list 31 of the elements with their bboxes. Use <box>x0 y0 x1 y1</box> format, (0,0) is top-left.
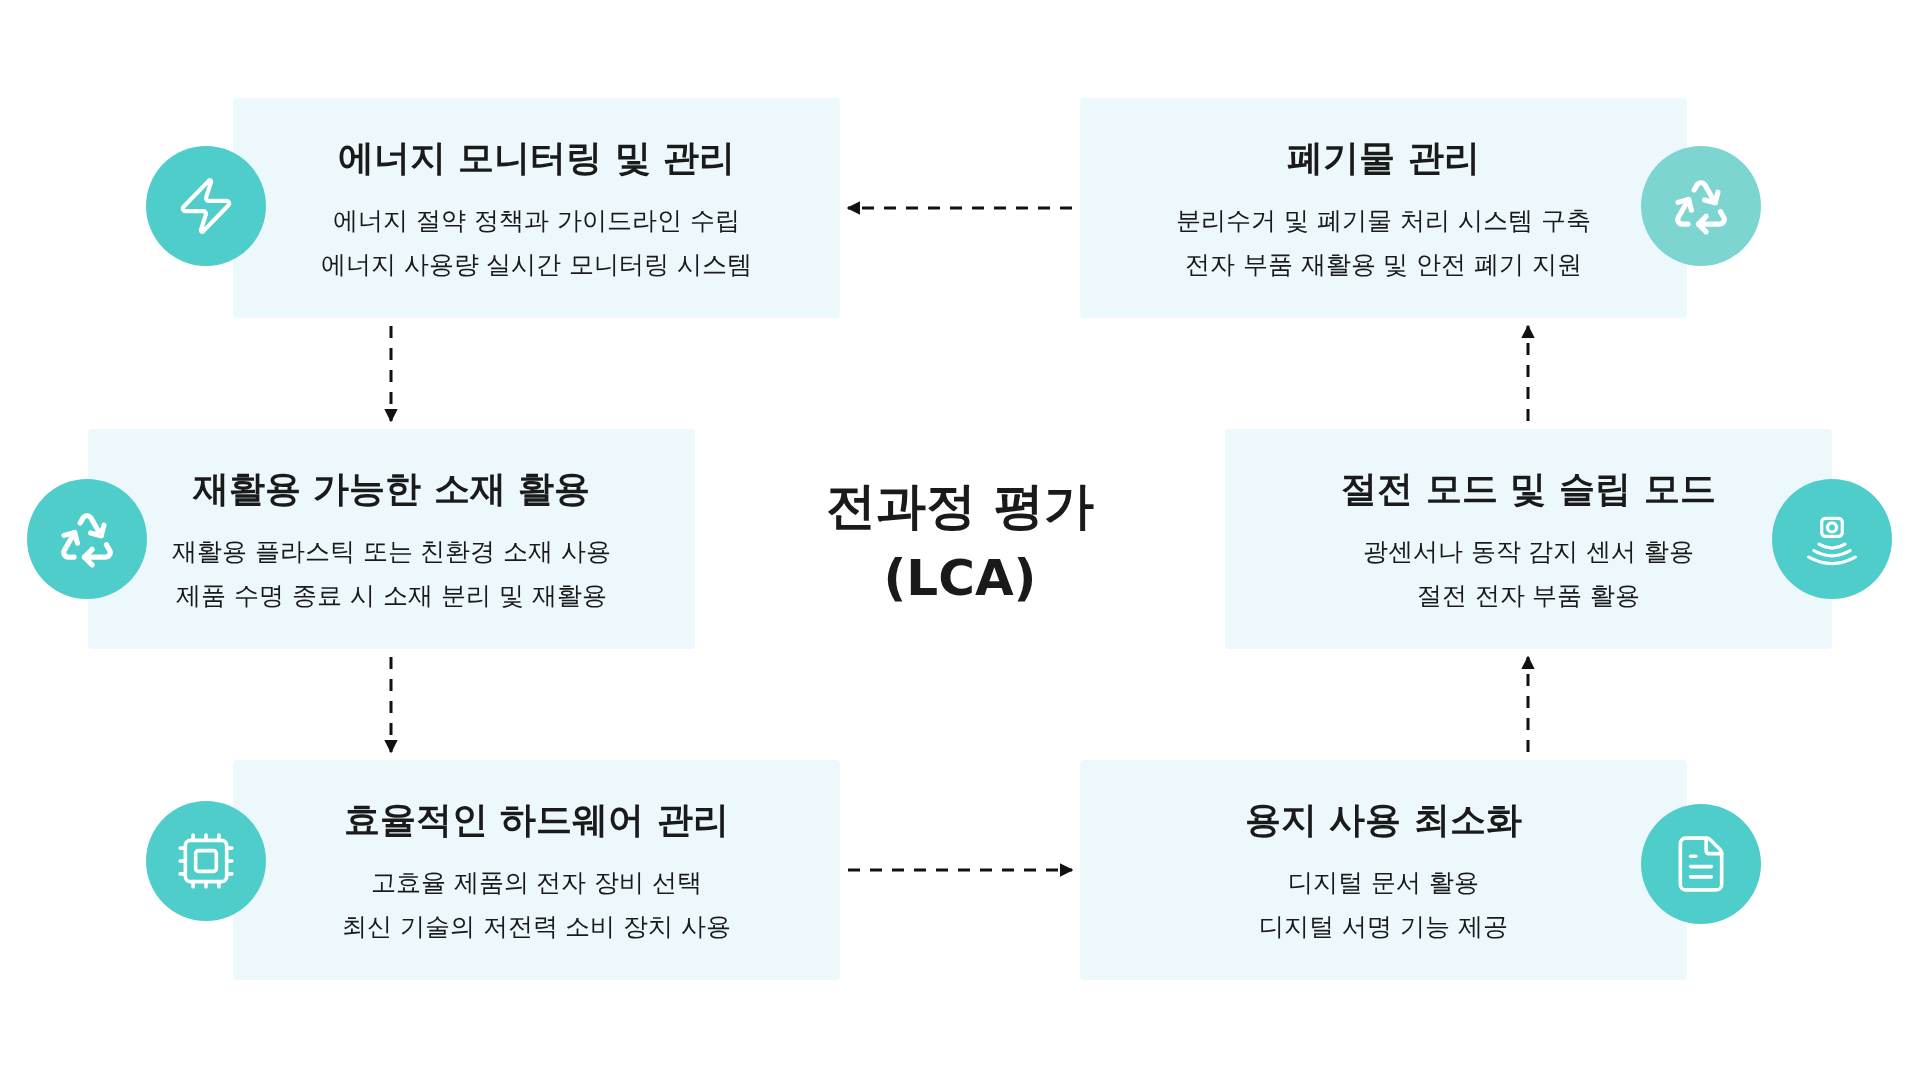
dashed-arrow <box>384 657 398 754</box>
step-description: 에너지 절약 정책과 가이드라인 수립 <box>333 205 740 237</box>
step-title: 에너지 모니터링 및 관리 <box>337 136 736 180</box>
center-label: 전과정 평가 (LCA) <box>825 476 1095 609</box>
step-description: 제품 수명 종료 시 소재 분리 및 재활용 <box>176 580 607 612</box>
step-card <box>1225 429 1832 649</box>
dashed-arrow <box>846 201 1072 215</box>
step-description: 재활용 플라스틱 또는 친환경 소재 사용 <box>171 536 612 568</box>
step-description: 에너지 사용량 실시간 모니터링 시스템 <box>320 249 753 281</box>
step-card <box>1080 98 1687 318</box>
step-title: 절전 모드 및 슬립 모드 <box>1341 467 1716 511</box>
step-title: 재활용 가능한 소재 활용 <box>192 467 591 511</box>
dashed-arrow <box>848 863 1074 877</box>
step-title: 효율적인 하드웨어 관리 <box>343 798 730 842</box>
dashed-arrow <box>1521 324 1535 421</box>
step-description: 고효율 제품의 전자 장비 선택 <box>370 867 703 899</box>
step-title: 폐기물 관리 <box>1287 136 1480 180</box>
dashed-arrow <box>384 326 398 423</box>
step-description: 절전 전자 부품 활용 <box>1416 580 1641 612</box>
step-title: 용지 사용 최소화 <box>1244 798 1523 842</box>
step-description: 분리수거 및 폐기물 처리 시스템 구축 <box>1176 205 1591 237</box>
step-description: 전자 부품 재활용 및 안전 폐기 지원 <box>1184 249 1583 281</box>
step-description: 디지털 서명 기능 제공 <box>1259 911 1508 943</box>
dashed-arrow <box>1521 655 1535 752</box>
step-description: 디지털 문서 활용 <box>1288 867 1479 899</box>
step-card <box>233 760 840 980</box>
step-description: 최신 기술의 저전력 소비 장치 사용 <box>341 911 732 943</box>
step-card <box>233 98 840 318</box>
step-description: 광센서나 동작 감지 센서 활용 <box>1362 536 1695 568</box>
step-card <box>88 429 695 649</box>
step-card <box>1080 760 1687 980</box>
